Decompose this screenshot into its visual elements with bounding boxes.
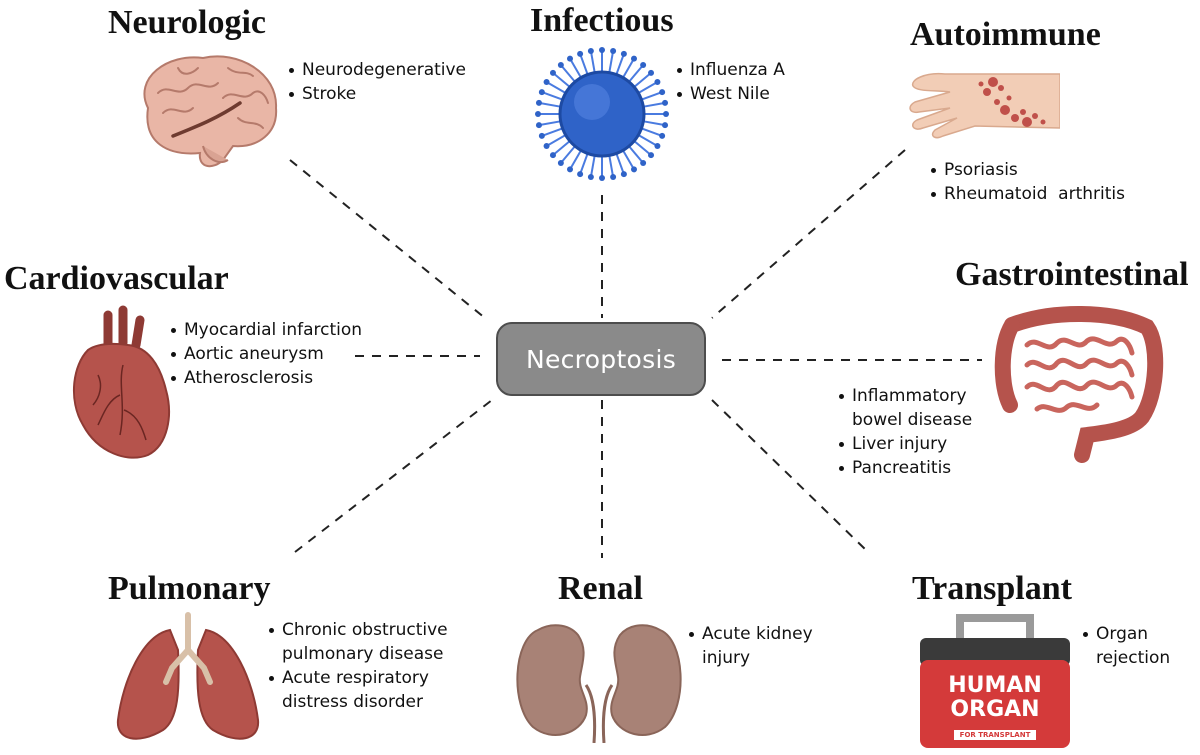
organ-cooler-icon: HUMAN ORGAN FOR TRANSPLANT — [915, 610, 1075, 750]
list-item-continued: distress disorder — [282, 692, 423, 712]
cooler-text-line: ORGAN — [950, 697, 1040, 722]
list-item: Chronic obstructive — [268, 618, 448, 642]
link-autoimmune — [711, 149, 906, 319]
cardiovascular-title: Cardiovascular — [4, 260, 229, 297]
link-pulmonary — [294, 399, 493, 553]
pulmonary-items: Chronic obstructive pulmonary disease Ac… — [268, 618, 448, 714]
neurologic-title: Neurologic — [108, 4, 267, 41]
list-item: Psoriasis — [930, 158, 1125, 182]
link-neurologic — [289, 159, 486, 319]
brain-icon — [143, 55, 278, 168]
autoimmune-items: Psoriasis Rheumatoid arthritis — [930, 158, 1125, 206]
list-item: Inflammatory — [838, 384, 972, 408]
list-item-continued: rejection — [1096, 648, 1171, 668]
list-item: Rheumatoid arthritis — [930, 182, 1125, 206]
transplant-title: Transplant — [912, 570, 1072, 607]
cooler-text-line: FOR TRANSPLANT — [953, 730, 1037, 740]
heart-icon — [72, 305, 170, 459]
list-item: Influenza A — [676, 58, 785, 82]
psoriasis-hand-icon — [909, 72, 1060, 139]
transplant-items: Organ rejection — [1082, 622, 1170, 670]
kidneys-icon — [516, 624, 682, 743]
list-item: Aortic aneurysm — [170, 342, 362, 366]
list-item: Organ — [1082, 622, 1170, 646]
list-item-continued: injury — [702, 648, 751, 668]
list-item: Acute respiratory — [268, 666, 448, 690]
infectious-items: Influenza A West Nile — [676, 58, 785, 106]
necroptosis-node: Necroptosis — [496, 322, 706, 396]
link-transplant — [711, 399, 869, 553]
list-item: Atherosclerosis — [170, 366, 362, 390]
gastrointestinal-items: Inflammatory bowel disease Liver injury … — [838, 384, 972, 480]
gastrointestinal-title: Gastrointestinal — [955, 256, 1189, 293]
list-item: Myocardial infarction — [170, 318, 362, 342]
neurologic-items: Neurodegenerative Stroke — [288, 58, 466, 106]
list-item: West Nile — [676, 82, 785, 106]
intestine-icon — [994, 306, 1164, 463]
cooler-text-line: HUMAN — [948, 673, 1042, 698]
cardiovascular-items: Myocardial infarction Aortic aneurysm At… — [170, 318, 362, 390]
autoimmune-title: Autoimmune — [910, 16, 1101, 53]
virus-icon — [535, 47, 669, 181]
list-item: Acute kidney — [688, 622, 813, 646]
list-item: Stroke — [288, 82, 466, 106]
list-item-continued: bowel disease — [852, 410, 973, 430]
list-item: Liver injury — [838, 432, 972, 456]
list-item-continued: pulmonary disease — [282, 644, 444, 664]
renal-items: Acute kidney injury — [688, 622, 813, 670]
list-item: Pancreatitis — [838, 456, 972, 480]
cooler-label: HUMAN ORGAN FOR TRANSPLANT — [915, 674, 1075, 741]
cooler-shape — [920, 614, 1070, 748]
lungs-icon — [116, 612, 260, 740]
renal-title: Renal — [558, 570, 643, 607]
infectious-title: Infectious — [530, 2, 674, 39]
pulmonary-title: Pulmonary — [108, 570, 271, 607]
list-item: Neurodegenerative — [288, 58, 466, 82]
necroptosis-label: Necroptosis — [525, 344, 677, 374]
